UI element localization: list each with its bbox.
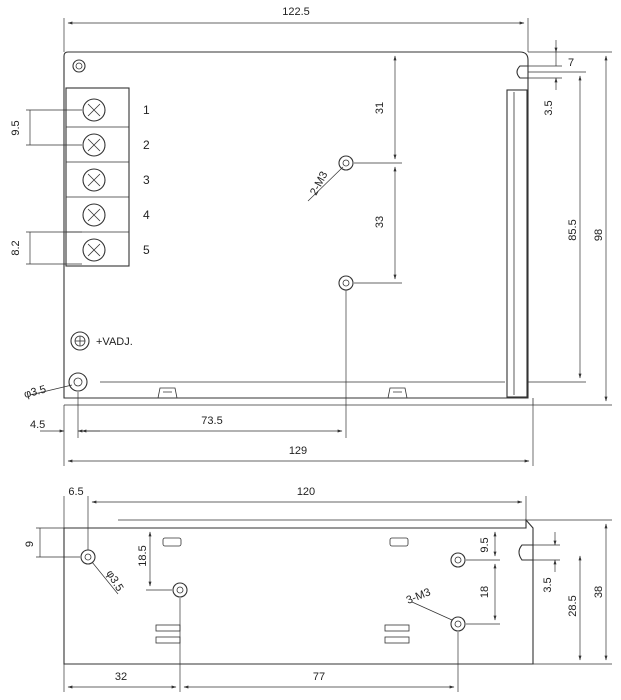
- top-left-hole: [72, 59, 86, 73]
- terminal-number-4: 4: [143, 208, 150, 222]
- vadj-label: +VADJ.: [96, 336, 133, 348]
- m3-screw-bottom-inner: [342, 279, 350, 287]
- right-slot: [516, 65, 528, 79]
- side-dim-hole-offset-x: 6.5: [68, 486, 83, 498]
- terminal-number-2: 2: [143, 138, 150, 152]
- terminal-screw-3: [82, 168, 106, 192]
- side-rail: [506, 89, 528, 398]
- terminal-screw-cross: [87, 138, 101, 152]
- side-screw-label: 3-M3: [405, 586, 433, 607]
- dim-height-total: 98: [593, 229, 605, 241]
- side-dim-height-inner: 28.5: [567, 595, 579, 616]
- dim-screw-spacing: 33: [374, 216, 386, 228]
- terminal-screw-4: [82, 203, 106, 227]
- screw-label-top: 2-M3: [308, 170, 330, 198]
- side-dim-width: 120: [297, 486, 315, 498]
- terminal-number-3: 3: [143, 173, 150, 187]
- bottom-left-hole: [68, 372, 88, 392]
- side-screw-right-top-inner: [454, 556, 462, 564]
- vent-bottom-left-a: [155, 624, 181, 632]
- side-dim-left-x: 32: [115, 671, 127, 683]
- side-plate-outline: [63, 518, 534, 665]
- terminal-screw-1: [82, 98, 106, 122]
- dim-screw-top: 31: [374, 102, 386, 114]
- dim-base-width: 129: [289, 445, 307, 457]
- side-dim-screw-y: 18.5: [137, 545, 149, 566]
- dim-height-inner: 85.5: [567, 219, 579, 240]
- side-dim-height-total: 38: [593, 586, 605, 598]
- side-view: 3-M3 φ3.5 120 6.5 9 18.5 9.5 18 3.5: [24, 486, 612, 692]
- clip-right: [387, 387, 408, 399]
- terminal-block: [65, 87, 130, 267]
- terminal-screw-5: [82, 238, 106, 262]
- side-screw-right-top: [450, 552, 466, 568]
- terminal-screw-2: [82, 133, 106, 157]
- hole-leader: [29, 384, 73, 396]
- vent-bottom-right-a: [384, 624, 410, 632]
- dim-slot-width: 3.5: [543, 100, 555, 115]
- screw-leader: [307, 166, 344, 202]
- side-hole-leader: [91, 561, 119, 595]
- vent-bottom-right-b: [384, 636, 410, 644]
- side-screw-leader: [411, 601, 453, 621]
- side-dim-right-screw-top: 9.5: [479, 537, 491, 552]
- dim-hole-offset-x: 4.5: [30, 419, 45, 431]
- terminal-screw-cross: [87, 243, 101, 257]
- side-left-hole-inner: [84, 553, 92, 561]
- terminal-screw-cross: [87, 103, 101, 117]
- terminal-number-1: 1: [143, 103, 150, 117]
- side-dim-right-screw-spacing: 18: [479, 586, 491, 598]
- dim-terminal-pitch-bottom: 8.2: [10, 240, 22, 255]
- vent-top-left: [162, 537, 182, 547]
- side-screw-right-bottom-inner: [454, 620, 462, 628]
- side-screw-left-inner: [176, 586, 184, 594]
- m3-screw-top-inner: [342, 159, 350, 167]
- side-left-hole: [80, 549, 96, 565]
- top-left-hole-inner: [75, 62, 83, 70]
- terminal-screws: 1 2 3 4 5: [66, 98, 150, 262]
- dim-overall-width: 122.5: [282, 6, 310, 18]
- side-screw-right-bottom: [450, 616, 466, 632]
- side-screw-left: [172, 582, 188, 598]
- dim-hole-to-screw: 73.5: [201, 415, 222, 427]
- top-plate-outline: [63, 51, 529, 399]
- terminal-number-5: 5: [143, 243, 150, 257]
- m3-screw-bottom: [338, 275, 354, 291]
- vadj-pot: [70, 331, 90, 351]
- hole-label-top: φ3.5: [23, 383, 48, 400]
- side-dim-hole-offset-y: 9: [24, 541, 36, 547]
- m3-screw-top: [338, 155, 354, 171]
- side-right-slot: [518, 544, 533, 561]
- side-hole-label: φ3.5: [103, 568, 125, 593]
- terminal-screw-cross: [87, 208, 101, 222]
- bottom-left-hole-inner: [73, 377, 83, 387]
- side-dim-slot-width: 3.5: [542, 577, 554, 592]
- dim-terminal-pitch: 9.5: [10, 120, 22, 135]
- side-dim-spacing-x: 77: [313, 671, 325, 683]
- vent-bottom-left-b: [155, 636, 181, 644]
- dim-slot-offset: 7: [568, 57, 574, 69]
- vent-top-right: [389, 537, 409, 547]
- clip-left: [157, 387, 178, 399]
- terminal-screw-cross: [87, 173, 101, 187]
